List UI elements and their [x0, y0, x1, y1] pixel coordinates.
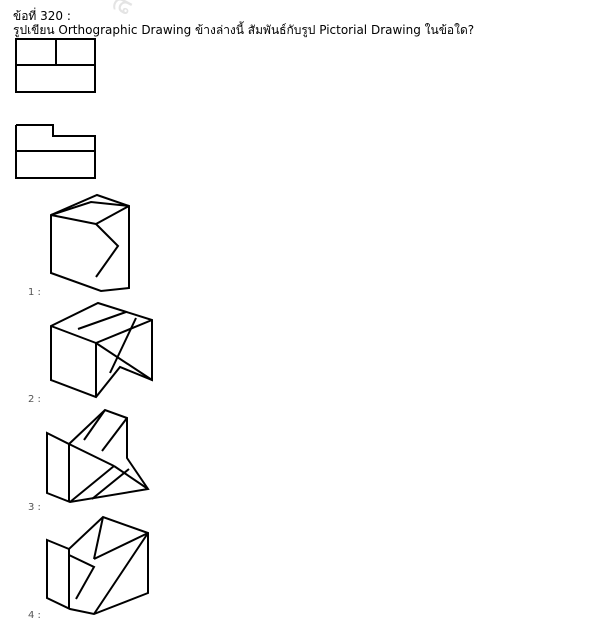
orthographic-front-view	[15, 124, 96, 179]
choice-1-pictorial[interactable]	[48, 191, 132, 293]
choice-2-pictorial[interactable]	[48, 300, 154, 402]
choice-3-pictorial[interactable]	[44, 406, 152, 510]
choice-4-label[interactable]: 4 :	[28, 610, 41, 621]
choice-4-pictorial[interactable]	[44, 513, 152, 617]
orthographic-top-view	[15, 38, 96, 93]
question-number: ข้อที่ 320 :	[13, 9, 71, 23]
choice-3-label[interactable]: 3 :	[28, 502, 41, 513]
choice-1-label[interactable]: 1 :	[28, 287, 41, 298]
choice-2-label[interactable]: 2 :	[28, 394, 41, 405]
question-text: รูปเขียน Orthographic Drawing ข้างล่างนี…	[13, 23, 475, 37]
watermark: สงวนลิขสิทธิ์	[96, 0, 215, 24]
